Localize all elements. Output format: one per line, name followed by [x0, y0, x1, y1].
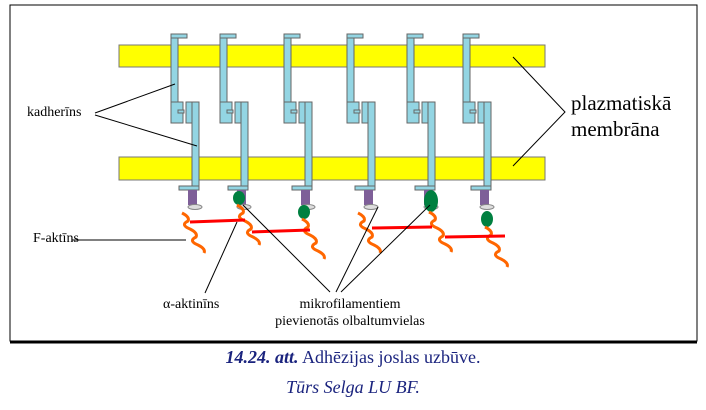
cadherin-link [226, 109, 234, 114]
anchor-disc [187, 204, 203, 210]
cadherin-link [353, 109, 361, 114]
label-proteins: mikrofilamentiem pievienotās olbaltumvie… [275, 296, 425, 330]
cadherin-hook [346, 33, 364, 39]
membrane-top [118, 44, 546, 68]
protein-pointer [340, 204, 431, 293]
alpha-actinin-bar [251, 228, 311, 234]
f-actin-filament [301, 217, 326, 260]
f-actin-filament [428, 210, 453, 253]
protein-pointer [335, 206, 379, 293]
label-proteins-2: pievienotās olbaltumvielas [275, 314, 425, 329]
membrane-bottom [118, 156, 546, 181]
cadherin-link [177, 109, 185, 114]
linker-protein [233, 191, 245, 205]
figure-caption: 14.24. att. Adhēzijas joslas uzbūve. [0, 347, 706, 368]
cadherin-lower [304, 101, 313, 189]
label-membrane-2: membrāna [571, 117, 660, 141]
cadherin-hook [170, 33, 188, 39]
label-membrane-1: plazmatiskā [571, 91, 672, 115]
cadherin-foot [227, 185, 249, 191]
label-cadherin: kadherīns [27, 105, 82, 120]
label-proteins-1: mikrofilamentiem [299, 297, 401, 312]
figure-author: Tūrs Selga LU BF. [286, 377, 420, 397]
figure-title: Adhēzijas joslas uzbūve. [302, 347, 481, 367]
linker-protein [424, 190, 438, 212]
alpha-actinin-pointer [204, 221, 238, 294]
cadherin-foot [291, 185, 313, 191]
cadherin-foot [414, 185, 436, 191]
figure-number: 14.24. att. [225, 347, 299, 367]
membrane-pointer [512, 56, 566, 167]
cadherin-foot [354, 185, 376, 191]
cadherin-hook [219, 33, 237, 39]
linker-protein [481, 211, 493, 227]
label-alpha-actinin: α-aktinīns [163, 297, 220, 312]
cadherin-lower [427, 101, 436, 189]
cadherin-upper [219, 33, 228, 105]
alpha-actinin-bar [444, 234, 506, 239]
cadherin-link [290, 109, 298, 114]
anchor-disc [363, 204, 379, 210]
cadherin-lower [367, 101, 376, 189]
f-actin-filament [181, 211, 206, 254]
cadherin-hook [462, 33, 480, 39]
linker-protein [298, 205, 310, 219]
cadherin-pointer [94, 83, 176, 114]
cadherin-upper [170, 33, 179, 105]
cadherin-upper [346, 33, 355, 105]
anchor-protein [301, 190, 310, 205]
cadherin-upper [283, 33, 292, 105]
cadherin-foot [178, 185, 200, 191]
cadherin-link [413, 109, 421, 114]
cadherin-upper [462, 33, 471, 105]
anchor-disc [479, 204, 495, 210]
anchor-protein [364, 190, 373, 205]
protein-pointer [242, 204, 331, 293]
cadherin-hook [406, 33, 424, 39]
f-actin-filament [484, 225, 509, 268]
label-f-actin: F-aktīns [33, 231, 79, 246]
cadherin-link [469, 109, 477, 114]
cadherin-hook [283, 33, 301, 39]
anchor-protein [480, 190, 489, 205]
cadherin-foot [470, 185, 492, 191]
cadherin-pointer [94, 114, 198, 147]
anchor-protein [188, 190, 197, 205]
f-actin-filament [236, 203, 261, 246]
f-actin-filament [357, 211, 382, 254]
alpha-actinin-bar [371, 225, 433, 230]
cadherin-upper [406, 33, 415, 105]
alpha-actinin-bar [189, 218, 246, 224]
cadherin-lower [240, 101, 249, 189]
cadherin-lower [483, 101, 492, 189]
